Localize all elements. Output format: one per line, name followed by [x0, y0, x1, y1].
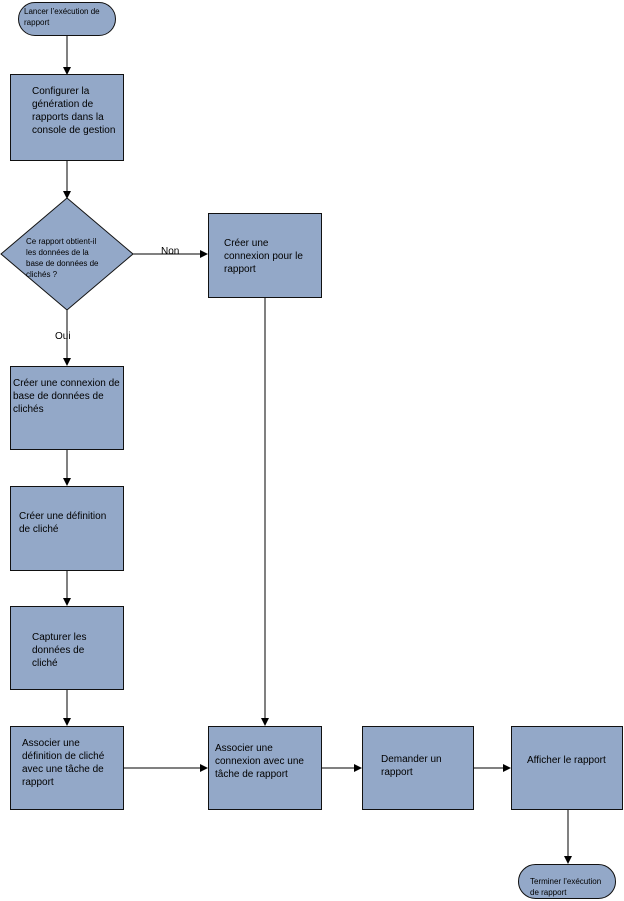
create-snapshot-definition-label: Créer une définition de cliché — [19, 511, 107, 535]
create-snapshot-db-connection-label: Créer une connexion de base de données d… — [13, 378, 120, 415]
decision-diamond — [0, 197, 134, 311]
display-report-box — [511, 726, 623, 810]
capture-snapshot-data-label: Capturer les données de cliché — [32, 632, 87, 669]
create-report-connection-box — [208, 213, 322, 298]
create-snapshot-definition-box — [10, 486, 124, 571]
display-report-label: Afficher le rapport — [527, 755, 606, 766]
edge-label-no: Non — [161, 246, 180, 257]
associate-connection-box — [208, 726, 322, 810]
end-terminator — [518, 864, 616, 899]
request-report-box — [362, 726, 474, 810]
capture-snapshot-data-box — [10, 606, 124, 690]
start-terminator — [18, 2, 116, 36]
end-label: Terminer l’exécution de rapport — [530, 877, 602, 897]
configure-reporting-label: Configurer la génération de rapports dan… — [32, 86, 116, 136]
associate-connection-label: Associer une connexion avec une tâche de… — [215, 743, 304, 780]
associate-snapshot-definition-box — [10, 726, 124, 810]
create-report-connection-label: Créer une connexion pour le rapport — [224, 238, 303, 275]
create-snapshot-db-connection-box — [10, 366, 124, 450]
decision-label: Ce rapport obtient-il les données de la … — [26, 237, 99, 279]
request-report-label: Demander un rapport — [381, 754, 442, 778]
associate-snapshot-definition-label: Associer une définition de cliché avec u… — [22, 738, 105, 788]
start-label: Lancer l’exécution de rapport — [24, 7, 100, 27]
edge-label-yes: Oui — [55, 331, 71, 342]
configure-reporting-box — [10, 74, 124, 161]
